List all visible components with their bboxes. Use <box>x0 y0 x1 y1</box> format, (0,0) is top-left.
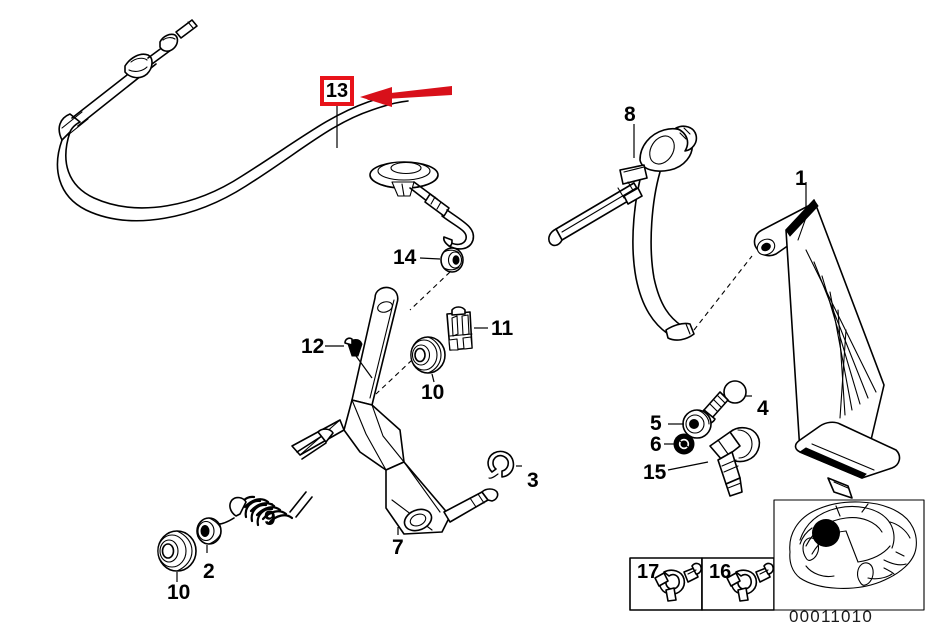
inset-label-17: 17 <box>637 561 660 583</box>
callout-label-3: 3 <box>527 469 539 492</box>
part-8-bracket-arm <box>548 125 698 341</box>
cable-grommet <box>369 161 439 197</box>
leader-8-dashed <box>693 255 753 331</box>
inset-panel <box>629 499 925 611</box>
callout-label-4: 4 <box>757 397 769 420</box>
callout-label-7: 7 <box>392 536 404 559</box>
callout-label-6: 6 <box>650 433 662 456</box>
part-10-bushing-lower <box>157 530 197 572</box>
part-10-bushing-upper <box>410 336 446 374</box>
diagram-number: 00011010 <box>789 607 873 626</box>
part-14-bushing <box>440 247 464 273</box>
part-6-lock-washer <box>673 433 695 455</box>
callout-label-10-upper: 10 <box>421 381 445 404</box>
callout-label-10-lower: 10 <box>167 581 191 604</box>
callout-label-2: 2 <box>203 560 215 583</box>
vehicle-location-inset <box>789 501 917 589</box>
highlighted-callout-13: 13 <box>320 76 354 106</box>
callout-label-14: 14 <box>393 246 417 269</box>
leader-14-dashed <box>409 271 451 311</box>
inset-clip-16 <box>726 562 774 602</box>
part-13-bowden-cable <box>56 19 475 250</box>
callout-label-11: 11 <box>491 317 514 340</box>
callout-label-12: 12 <box>301 335 325 358</box>
leader-12-b <box>355 355 373 379</box>
red-highlight-arrow <box>360 86 452 107</box>
leader-15 <box>667 461 709 471</box>
callout-label-8: 8 <box>624 103 636 126</box>
part-3-circlip <box>487 450 515 479</box>
leader-14 <box>419 257 441 260</box>
part-11-clip <box>446 306 473 351</box>
callout-label-5: 5 <box>650 412 662 435</box>
callout-label-1: 1 <box>795 167 807 190</box>
part-5-washer <box>682 409 712 439</box>
inset-label-16: 16 <box>709 561 732 583</box>
part-1-accelerator-pedal <box>753 199 901 499</box>
part-7-pedal-lever <box>291 286 499 535</box>
callout-label-15: 15 <box>643 461 667 484</box>
callout-label-9: 9 <box>264 507 276 530</box>
part-2-bushing-small <box>196 517 222 545</box>
inset-clip-17 <box>654 562 702 602</box>
part-12-push-rivet <box>344 337 363 357</box>
part-9-return-spring <box>214 428 334 527</box>
part-15-ball-socket <box>709 426 761 497</box>
leader-10-upper <box>431 373 435 383</box>
